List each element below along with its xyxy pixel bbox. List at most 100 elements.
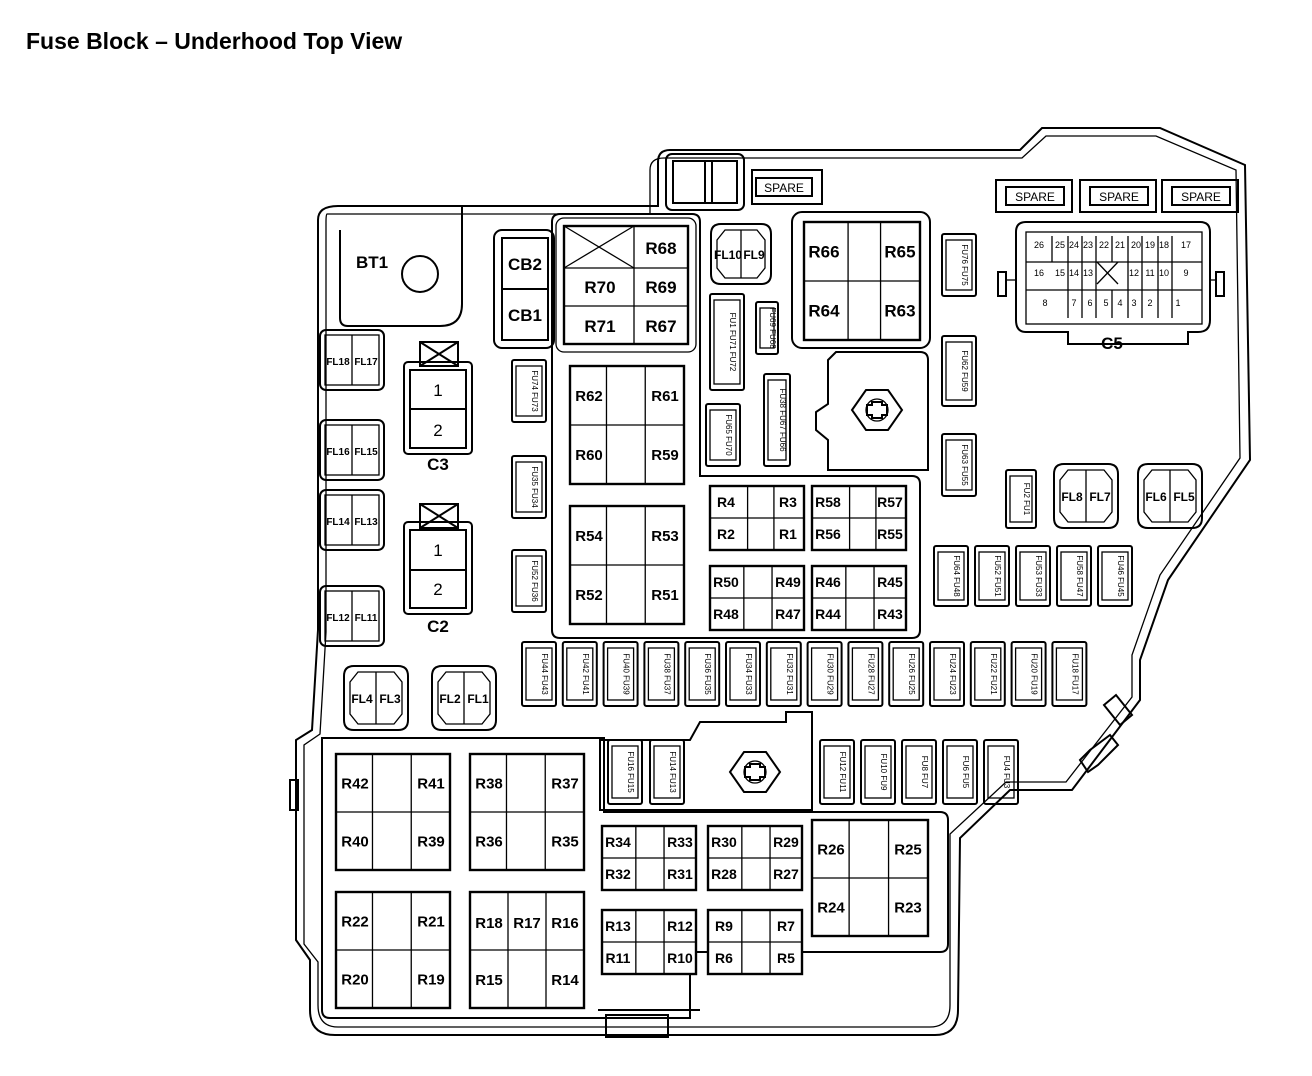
fuse-frame — [974, 545, 1010, 607]
label-5: 5 — [1103, 298, 1108, 308]
label-12: 12 — [1129, 268, 1139, 278]
fuse-fu62-fu59: FU62 FU59 — [941, 335, 977, 407]
label-r65: R65 — [884, 242, 915, 261]
label-r32: R32 — [605, 866, 631, 882]
fuse-frame — [860, 739, 896, 805]
label-r60: R60 — [575, 447, 603, 464]
label-r23: R23 — [894, 899, 922, 916]
label-13: 13 — [1083, 268, 1093, 278]
fuse-fu6-fu5: FU6 FU5 — [942, 739, 978, 805]
fuse-fu36-fu35: FU36 FU35 — [684, 641, 721, 707]
label-r21: R21 — [417, 913, 445, 930]
fuse-fu40-fu39: FU40 FU39 — [602, 641, 639, 707]
label-2: 2 — [1147, 298, 1152, 308]
fuse-frame — [969, 641, 1006, 707]
fuse-fu22-fu21: FU22 FU21 — [969, 641, 1006, 707]
circuit-breakers: CB2 CB1 — [493, 229, 555, 349]
fuse-label: FU52 FU51 — [993, 555, 1002, 597]
fuse-label: FU10 FU9 — [879, 754, 888, 791]
c2-pin-1: 1 — [433, 541, 442, 560]
fuse-fu1-fu71-fu72: FU1 FU71 FU72 — [709, 293, 745, 391]
fuse-label: FU65 FU70 — [724, 414, 733, 456]
fuse-frame — [806, 641, 843, 707]
fuse-fu44-fu43: FU44 FU43 — [521, 641, 557, 707]
label-6: 6 — [1087, 298, 1092, 308]
label-r48: R48 — [713, 606, 739, 622]
label-17: 17 — [1181, 240, 1191, 250]
fuse-fu52-fu51: FU52 FU51 — [974, 545, 1010, 607]
fuse-fu69-fu68: FU69 FU68 — [755, 301, 779, 355]
label-r2: R2 — [717, 526, 735, 542]
label-r53: R53 — [651, 528, 679, 545]
spare-label-1: SPARE — [1015, 190, 1055, 204]
fuse-label: FU36 FU35 — [703, 653, 712, 695]
label-r62: R62 — [575, 388, 603, 405]
battery-terminal-bt1: BT1 — [339, 206, 463, 327]
fuse-fu64-fu48: FU64 FU48 — [933, 545, 969, 607]
label-14: 14 — [1069, 268, 1079, 278]
fuse-label: FU30 FU29 — [826, 653, 835, 695]
fuse-label: FU16 FU15 — [626, 751, 635, 793]
fuse-fu24-fu23: FU24 FU23 — [929, 641, 965, 707]
label-r17: R17 — [513, 915, 541, 932]
fuse-label: FU52 FU36 — [530, 560, 539, 602]
label-11: 11 — [1145, 268, 1154, 278]
c5-label: C5 — [1101, 334, 1123, 353]
cb2-label: CB2 — [508, 255, 542, 274]
fuse-label: FU58 FU47 — [1075, 555, 1084, 597]
label-r47: R47 — [775, 606, 801, 622]
fuse-label: FU22 FU21 — [989, 653, 998, 695]
fl-frame — [710, 223, 772, 285]
fuse-fu42-fu41: FU42 FU41 — [561, 641, 598, 707]
fuse-frame — [511, 549, 547, 613]
label-r51: R51 — [651, 587, 679, 604]
label-r26: R26 — [817, 841, 845, 858]
fuse-label: FU62 FU59 — [960, 350, 969, 392]
screw-icon-lower — [728, 751, 782, 793]
label-10: 10 — [1159, 268, 1169, 278]
label-r10: R10 — [667, 950, 693, 966]
fuse-frame — [649, 739, 685, 805]
fuse-label: FU26 FU25 — [907, 653, 916, 695]
label-1: 1 — [1175, 298, 1180, 308]
label-r18: R18 — [475, 915, 503, 932]
label-r54: R54 — [575, 528, 603, 545]
label-r3: R3 — [779, 494, 797, 510]
fuse-frame — [847, 641, 884, 707]
label-r57: R57 — [877, 494, 903, 510]
label-23: 23 — [1083, 240, 1093, 250]
spare-label-3: SPARE — [1181, 190, 1221, 204]
fuse-frame — [983, 739, 1019, 805]
label-r38: R38 — [475, 775, 503, 792]
label-8: 8 — [1042, 298, 1047, 308]
fuse-label: FU24 FU23 — [948, 653, 957, 695]
fuse-frame — [1051, 641, 1088, 707]
label-fl16: FL16 — [326, 447, 350, 458]
fuse-label: FU12 FU11 — [838, 752, 847, 793]
fuse-frame — [901, 739, 937, 805]
fl-frame — [319, 419, 385, 481]
c3-pin-2: 2 — [433, 421, 442, 440]
c3-label: C3 — [427, 455, 449, 474]
fl-frame — [1137, 463, 1203, 529]
label-r1: R1 — [779, 526, 797, 542]
label-r35: R35 — [551, 833, 579, 850]
relay-housing — [555, 217, 697, 353]
label-4: 4 — [1117, 298, 1122, 308]
label-r7: R7 — [777, 918, 795, 934]
label-fl17: FL17 — [354, 357, 378, 368]
label-fl3: FL3 — [379, 692, 401, 706]
fuse-fu16-fu15: FU16 FU15 — [607, 739, 643, 805]
fuse-frame — [521, 641, 557, 707]
fl-frame — [319, 329, 385, 391]
label-r36: R36 — [475, 833, 503, 850]
fuse-label: FU14 FU13 — [668, 751, 677, 793]
fuse-label: FU53 FU33 — [1034, 555, 1043, 597]
